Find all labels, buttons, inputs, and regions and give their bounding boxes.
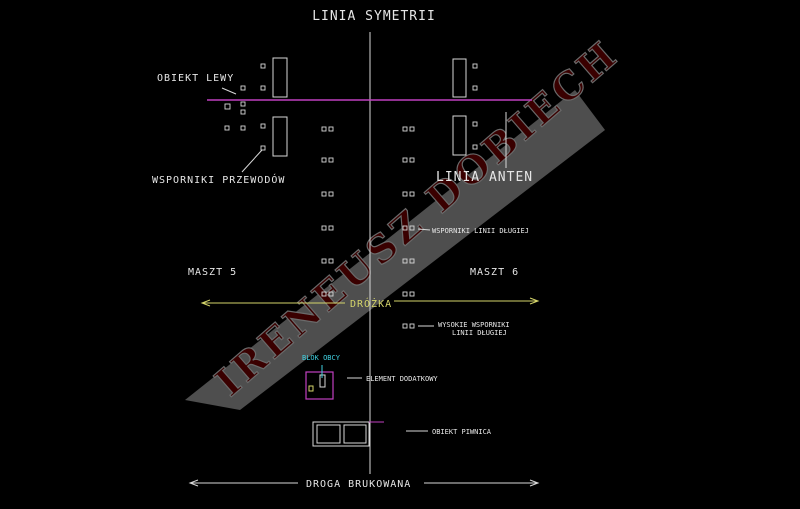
label-wysokie-wsporniki-2: LINII DŁUGIEJ — [452, 329, 507, 337]
left-antenna-lower — [272, 116, 288, 157]
cellar-room-right — [343, 424, 367, 444]
leader-wsporniki-linii-dlugiej — [417, 228, 431, 231]
right-antenna-lower — [452, 115, 467, 156]
extra-element-outer-box — [305, 371, 334, 400]
label-linia-anten: LINIA ANTEN — [436, 170, 533, 185]
path-arrow-left — [200, 299, 211, 307]
long-line-supports-right — [402, 126, 415, 329]
label-obiekt-lewy: OBIEKT LEWY — [157, 73, 234, 84]
label-obiekt-piwnica: OBIEKT PIWNICA — [432, 428, 492, 436]
path-arrow-right — [529, 297, 540, 305]
extra-element-small-box — [308, 385, 314, 392]
watermark-band — [185, 90, 605, 410]
watermark: IRENEUSZ DOBIECH — [185, 30, 628, 410]
label-wsporniki-przewodow: WSPORNIKI PRZEWODÓW — [152, 173, 285, 186]
long-line-supports-left — [321, 126, 334, 297]
watermark-text: IRENEUSZ DOBIECH — [206, 31, 627, 405]
cellar-room-left — [316, 424, 341, 444]
label-droga-brukowana: DROGA BRUKOWANA — [306, 479, 411, 490]
left-object-small-squares — [224, 63, 266, 151]
leader-obiekt-lewy — [221, 87, 237, 95]
road-arrow-right — [529, 479, 540, 487]
label-maszt-5: MASZT 5 — [188, 267, 237, 278]
left-antenna-upper — [272, 57, 288, 98]
label-maszt-6: MASZT 6 — [470, 267, 519, 278]
cellar-object-outline — [312, 421, 370, 447]
road-arrow-left — [188, 479, 199, 487]
right-object-small-squares — [472, 63, 478, 150]
right-antenna-upper — [452, 58, 467, 98]
label-element-dodatkowy: ELEMENT DODATKOWY — [366, 375, 438, 383]
label-wsporniki-linii-dlugiej: WSPORNIKI LINII DŁUGIEJ — [432, 227, 529, 235]
label-wysokie-wsporniki-1: WYSOKIE WSPORNIKI — [438, 321, 510, 329]
leader-wsporniki-przewodow — [241, 149, 263, 173]
label-drozka: DRÓŻKA — [350, 297, 392, 310]
label-blok-obcy: BLOK OBCY — [302, 354, 341, 362]
diagram-title: LINIA SYMETRII — [312, 9, 436, 24]
